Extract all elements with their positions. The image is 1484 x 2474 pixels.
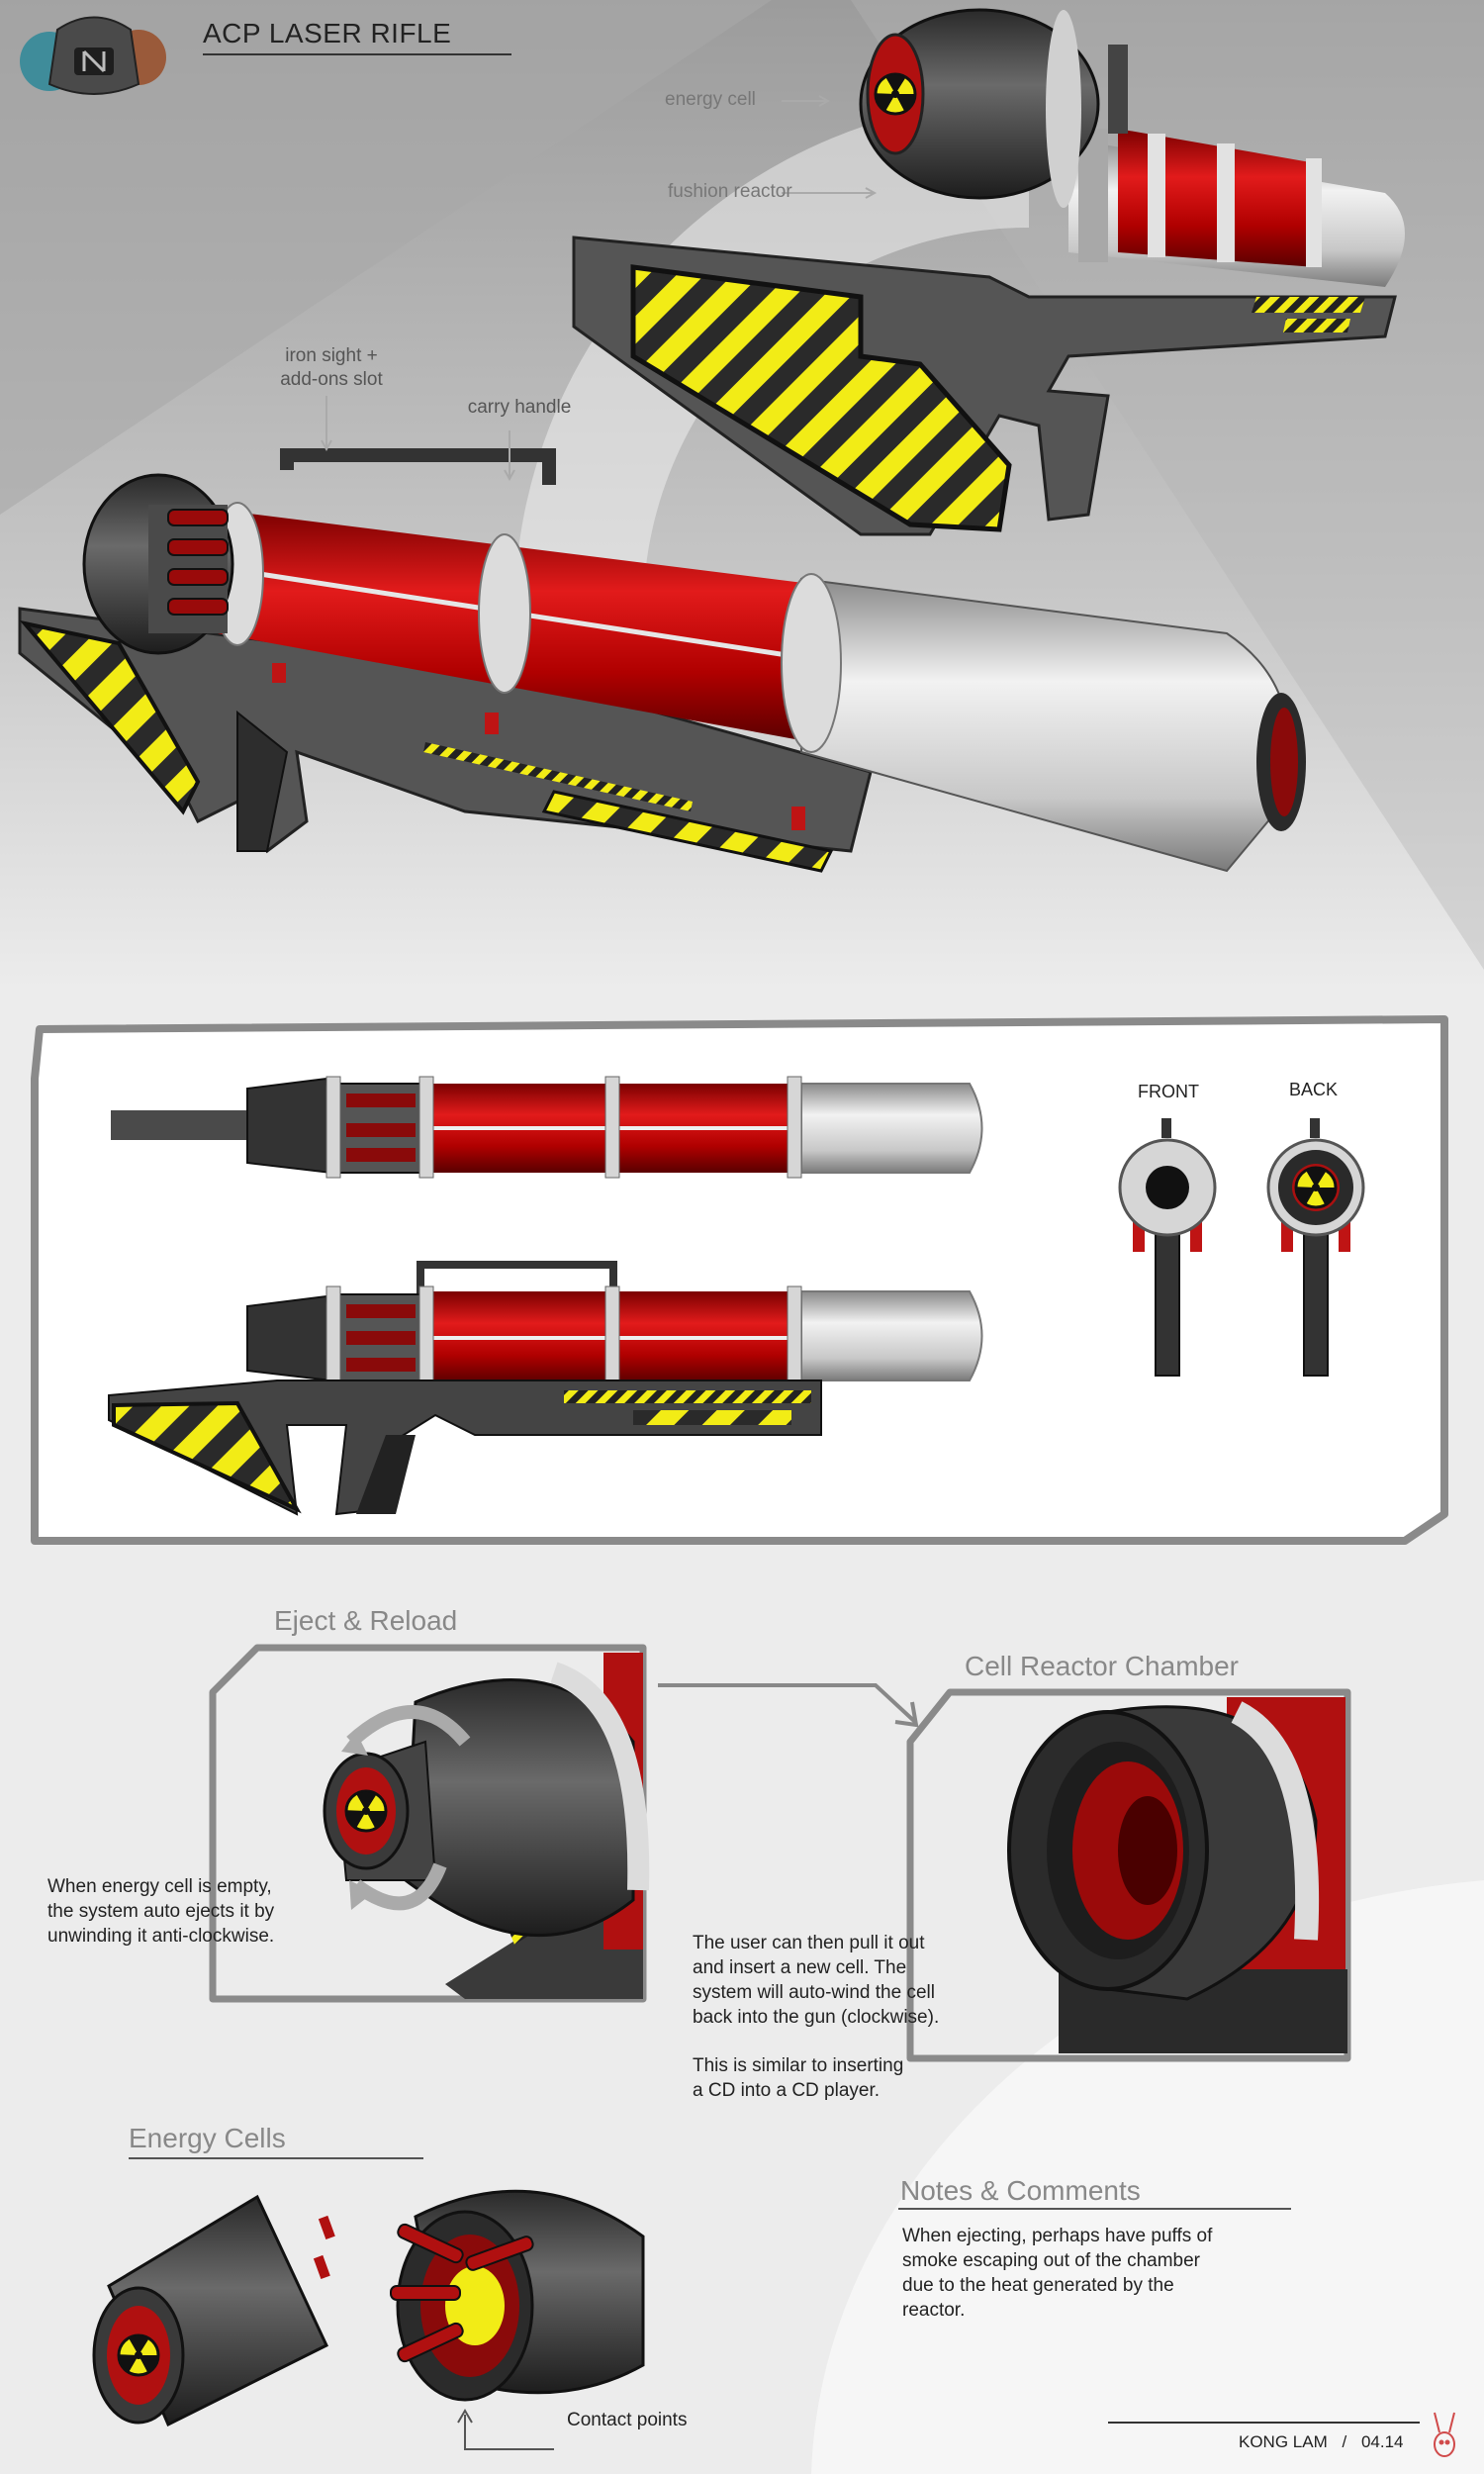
- page-title: ACP LASER RIFLE: [203, 18, 452, 48]
- eject-title: Eject & Reload: [274, 1605, 458, 1636]
- callout-iron-sight: iron sight + add-ons slot: [280, 345, 383, 390]
- chamber-title: Cell Reactor Chamber: [965, 1651, 1239, 1681]
- callout-energy-cell: energy cell: [665, 89, 756, 110]
- chamber-description-cd: This is similar to inserting a CD into a…: [693, 2055, 904, 2101]
- chamber-description: The user can then pull it out and insert…: [693, 1933, 940, 2028]
- logo-helmet-icon: [20, 16, 166, 95]
- rifle-rear-perspective: [572, 8, 1405, 536]
- author-credit: KONG LAM / 04.14: [1239, 2432, 1404, 2452]
- label-front-view: FRONT: [1138, 1082, 1199, 1101]
- eject-frame: [209, 1644, 650, 2003]
- author-name: KONG LAM: [1239, 2432, 1328, 2451]
- notes-title: Notes & Comments: [900, 2175, 1141, 2206]
- callout-arrows: [321, 95, 878, 482]
- footer-line: [1108, 2422, 1420, 2424]
- callout-carry-handle: carry handle: [467, 397, 572, 418]
- chamber-frame: [906, 1688, 1351, 2062]
- ortho-views-frame: [31, 1015, 1448, 1545]
- notes-underline: [898, 2208, 1291, 2210]
- flow-arrow: [658, 1683, 919, 1728]
- credit-separator: /: [1342, 2432, 1347, 2451]
- notes-text: When ejecting, perhaps have puffs of smo…: [902, 2226, 1213, 2321]
- energy-cells-render: [92, 2189, 645, 2450]
- contact-points-label: Contact points: [567, 2410, 688, 2430]
- callout-fusion-reactor: fushion reactor: [668, 181, 792, 202]
- energy-cells-underline: [129, 2157, 423, 2159]
- energy-cells-title: Energy Cells: [129, 2123, 286, 2153]
- rifle-front-perspective: [18, 448, 1306, 873]
- eject-description: When energy cell is empty, the system au…: [47, 1876, 275, 1947]
- bunny-signature-icon: [1434, 2412, 1455, 2457]
- title-underline: [203, 53, 511, 55]
- credit-date: 04.14: [1360, 2432, 1404, 2451]
- label-back-view: BACK: [1289, 1080, 1339, 1099]
